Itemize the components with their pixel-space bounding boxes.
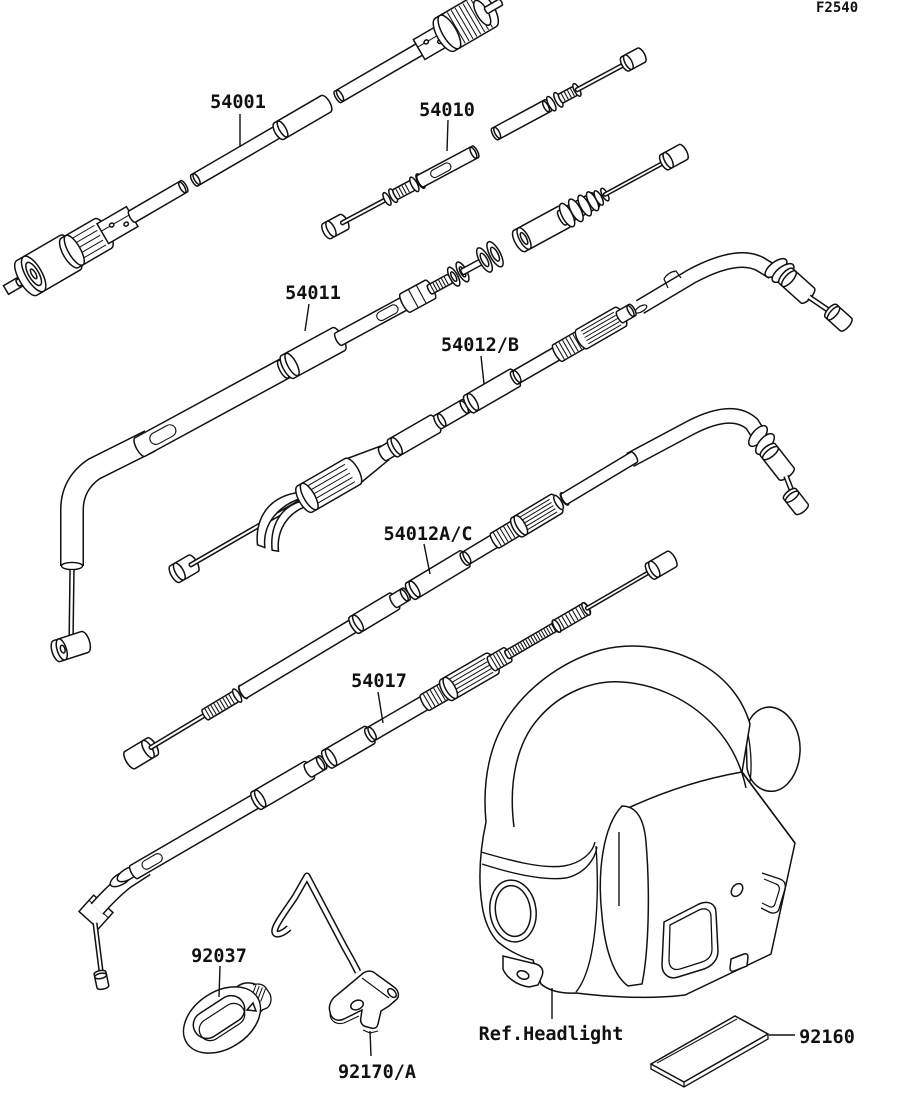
part-label-54012ac: 54012A/C	[383, 524, 472, 545]
part-label-92037: 92037	[191, 946, 247, 967]
drawing-54012ac	[626, 407, 810, 516]
drawing-54011-chain	[133, 143, 689, 458]
leader-lines	[218, 114, 795, 1057]
drawing-54010-upper	[490, 47, 647, 141]
part-label-refheadlight: Ref.Headlight	[479, 1024, 624, 1045]
leader-cable-54017	[377, 691, 384, 724]
drawing-54017	[77, 860, 151, 991]
drawing-headlight	[479, 645, 801, 999]
drawing-54012b	[634, 252, 853, 332]
part-label-54010: 54010	[419, 100, 475, 121]
drawing-54011	[50, 430, 156, 663]
part-label-92160: 92160	[799, 1027, 855, 1048]
leader-grommet-92037	[218, 965, 221, 998]
drawing-92160	[649, 1015, 770, 1088]
drawing-54001	[2, 0, 504, 297]
leader-cable-54012b	[480, 355, 485, 385]
part-label-54011: 54011	[285, 283, 341, 304]
part-labels: 54001 54010 54011 54012/B 54012A/C 54017 92037…	[191, 92, 855, 1083]
part-label-54012b: 54012/B	[441, 335, 519, 356]
part-label-54001: 54001	[210, 92, 266, 113]
drawing-54012ac-chain	[123, 451, 639, 770]
part-label-54017: 54017	[351, 671, 407, 692]
drawing-54017-chain	[128, 550, 678, 880]
drawing-54010-lower	[321, 145, 480, 240]
drawing-92037	[182, 982, 272, 1054]
leader-cable-54011	[304, 303, 310, 332]
figure-code: F2540	[816, 0, 858, 16]
leader-bracket-92170a	[369, 1030, 372, 1057]
part-label-92170a: 92170/A	[338, 1062, 416, 1083]
leader-cable-54012ac	[423, 543, 431, 575]
leader-cable-54010	[446, 119, 449, 152]
diagram-line-art	[2, 0, 853, 1088]
drawing-92170a	[271, 872, 400, 1034]
drawing-54012b-chain	[168, 303, 637, 584]
